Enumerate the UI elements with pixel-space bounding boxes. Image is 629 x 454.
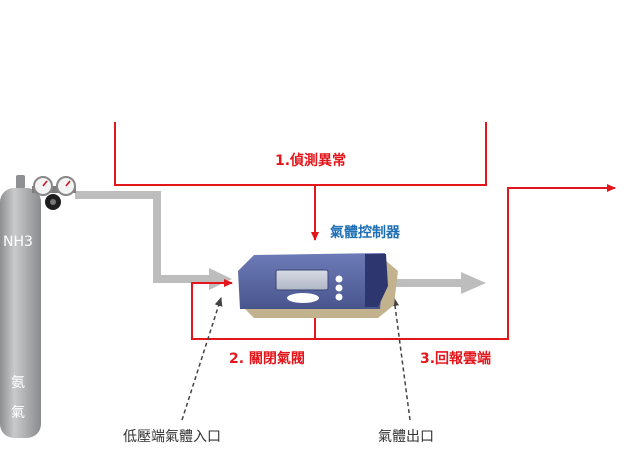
inlet-label: 低壓端氣體入口 [123,429,221,445]
cylinder-char-1: 氨 [11,375,25,391]
report-cloud-line [315,184,616,340]
controller-label: 氣體控制器 [330,225,400,241]
outlet-pointer-line [391,297,411,421]
step1-label: 1.偵測異常 [275,153,347,169]
cylinder-name-label: NH3 [3,234,33,250]
gas-cylinder-icon [0,175,41,438]
detect-signal-line [114,122,487,241]
pressure-regulator-icon [32,176,76,210]
step2-label: 2. 關閉氣閥 [229,351,305,367]
gas-pipe [75,191,486,294]
outlet-label: 氣體出口 [378,429,434,445]
cylinder-char-2: 氣 [11,405,25,421]
step3-label: 3.回報雲端 [420,351,492,367]
gas-controller-device-icon [238,253,398,318]
close-valve-line [191,279,316,340]
inlet-pointer-line [181,297,223,421]
